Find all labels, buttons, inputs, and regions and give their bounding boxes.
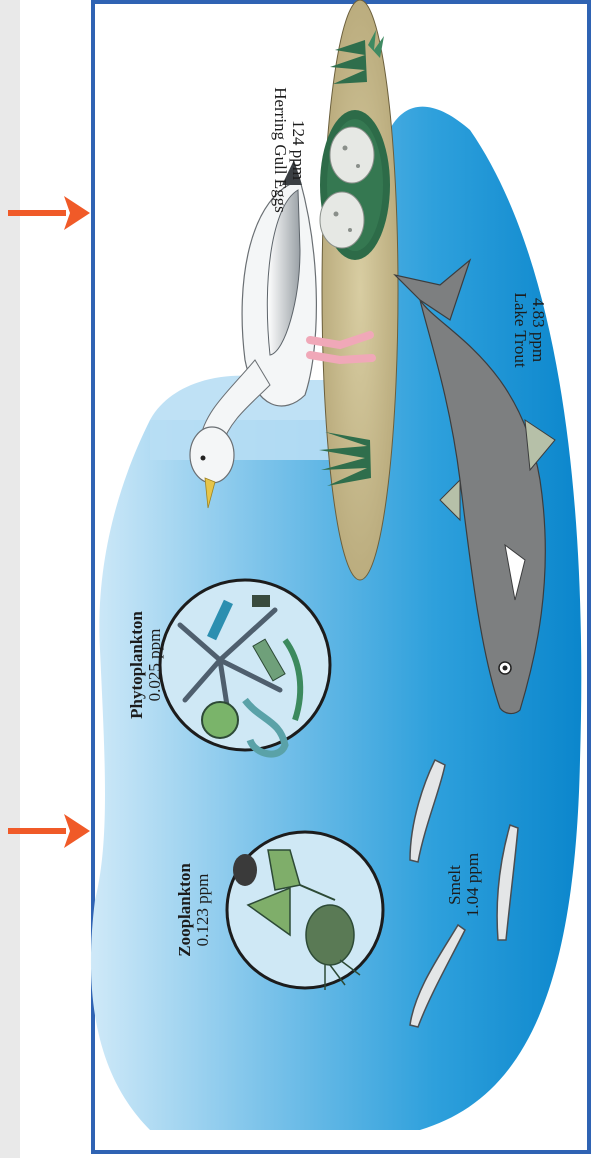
marker-arrow-top bbox=[8, 196, 90, 230]
marker-arrow-bottom bbox=[8, 814, 90, 848]
zooplankton-circle bbox=[227, 832, 383, 990]
egg-speckle bbox=[343, 146, 348, 151]
lake-trout-value: 4.83 ppm bbox=[529, 298, 548, 362]
label-zooplankton: Zooplankton 0.123 ppm bbox=[175, 863, 212, 957]
phytoplankton-name: Phytoplankton bbox=[127, 611, 146, 719]
gull-eggs-value: 124 ppm bbox=[289, 120, 308, 180]
label-lake-trout: Lake Trout 4.83 ppm bbox=[511, 292, 548, 367]
gull-eggs-name: Herring Gull Eggs bbox=[271, 87, 290, 213]
zooplankton-value: 0.123 ppm bbox=[193, 874, 212, 947]
smelt-value: 1.04 ppm bbox=[463, 853, 482, 917]
lake-trout-name: Lake Trout bbox=[511, 292, 530, 367]
page-gutter bbox=[0, 0, 20, 1158]
gull-egg bbox=[320, 192, 364, 248]
trout-pupil bbox=[503, 666, 508, 671]
phytoplankton-value: 0.025 ppm bbox=[145, 629, 164, 702]
island bbox=[322, 0, 398, 580]
smelt-name: Smelt bbox=[445, 865, 464, 905]
gull-egg bbox=[330, 127, 374, 183]
gull-head bbox=[190, 427, 234, 483]
egg-speckle bbox=[356, 164, 360, 168]
gull-eye bbox=[201, 456, 206, 461]
zooplankton-name: Zooplankton bbox=[175, 863, 194, 957]
egg-speckle bbox=[334, 212, 339, 217]
egg-speckle bbox=[348, 228, 352, 232]
